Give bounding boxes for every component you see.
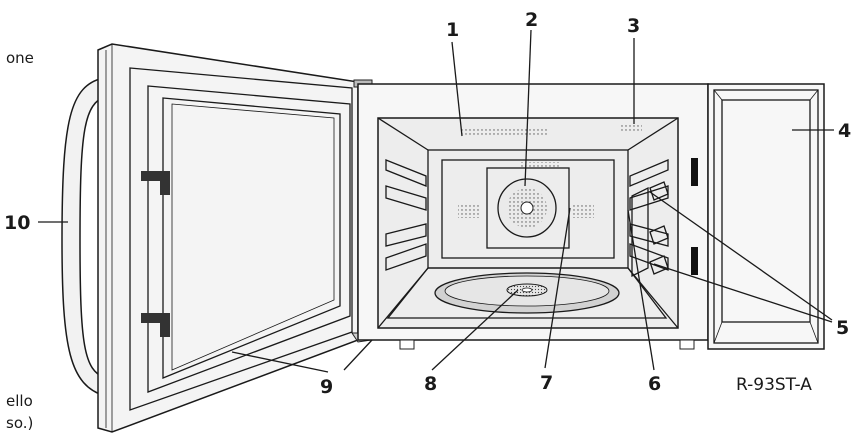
side-text-mid: ello	[6, 392, 33, 410]
door-window	[162, 97, 341, 379]
leader-2	[524, 29, 532, 187]
control-panel	[707, 83, 825, 350]
model-label: R-93ST-A	[736, 375, 812, 395]
door-latch-top	[141, 171, 170, 195]
latch-hole-bottom	[691, 247, 698, 275]
callout-3: 3	[627, 15, 640, 37]
callout-10: 10	[4, 212, 30, 234]
foot-left	[399, 339, 415, 350]
callout-6: 6	[648, 373, 661, 395]
side-text-top: one	[6, 49, 34, 67]
fan-cover-plate	[486, 167, 570, 249]
oven-cavity	[377, 117, 679, 329]
latch-hole-top	[691, 158, 698, 186]
callout-2: 2	[525, 9, 538, 31]
leader-7	[544, 207, 571, 369]
foot-right	[679, 339, 695, 350]
callout-8: 8	[424, 373, 437, 395]
side-text-bottom: so.)	[6, 414, 33, 432]
leader-5b	[653, 263, 833, 323]
callout-5: 5	[836, 317, 849, 339]
door-inner-frame	[129, 67, 353, 411]
door	[61, 43, 386, 433]
leader-5a	[649, 191, 833, 321]
leader-6	[627, 209, 655, 371]
door-outer	[97, 43, 359, 433]
callout-9: 9	[320, 376, 333, 398]
callout-1: 1	[446, 19, 459, 41]
ceiling-vent	[462, 128, 548, 136]
callout-7: 7	[540, 372, 553, 394]
leader-1	[451, 41, 463, 137]
leader-9a	[231, 351, 329, 373]
leader-lines	[38, 29, 834, 373]
callout-4: 4	[838, 120, 851, 142]
cavity-floor	[386, 267, 668, 319]
leader-9b	[343, 339, 373, 371]
door-latch-bottom	[141, 313, 170, 337]
waveguide-cover	[631, 186, 649, 278]
leader-8	[431, 289, 519, 371]
shelf-guides-left	[385, 159, 427, 271]
